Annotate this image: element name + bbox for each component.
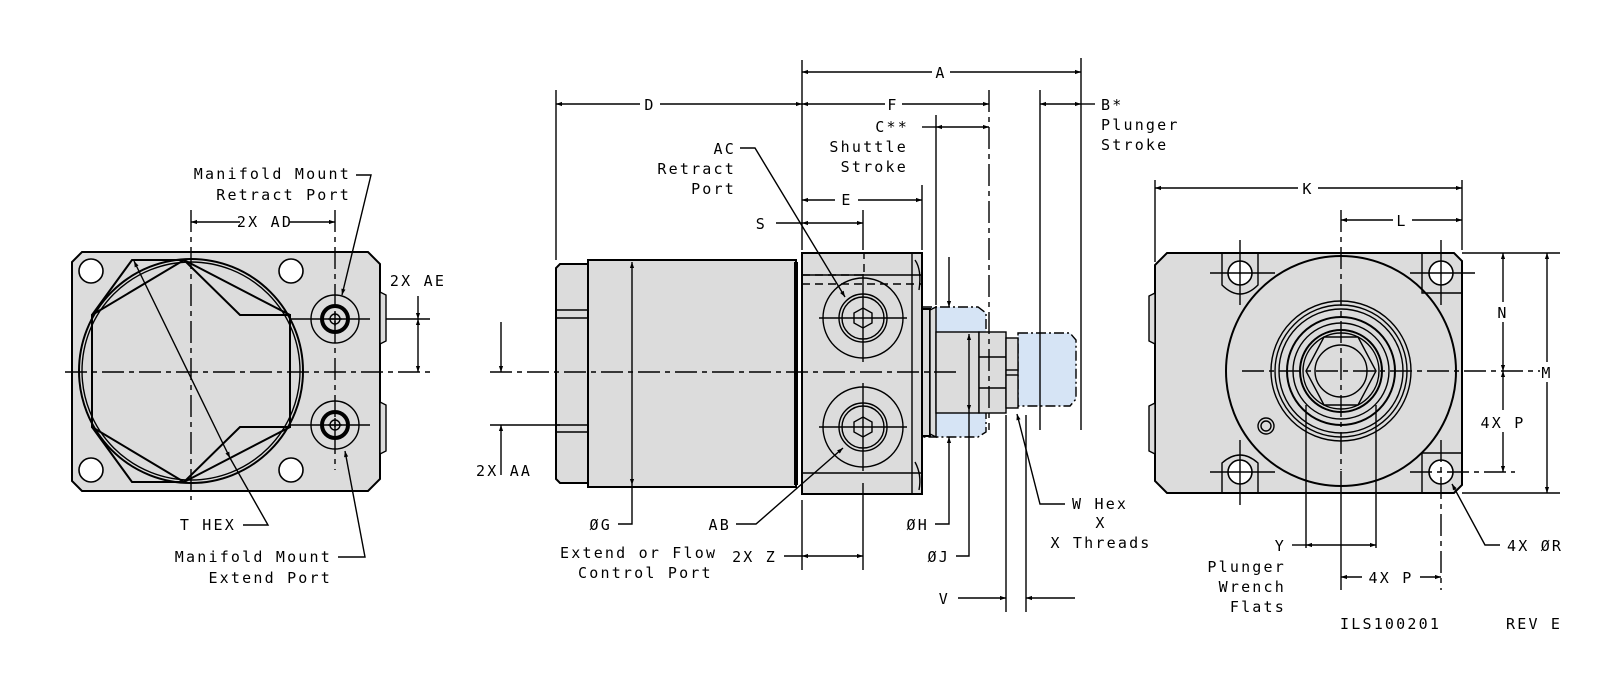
dim-g-label: ØG <box>590 516 612 534</box>
dim-m-label: M <box>1541 364 1552 382</box>
ac-sub-line2: Port <box>691 180 736 198</box>
left-mount-hole <box>78 258 104 284</box>
dim-n-label: N <box>1497 304 1508 322</box>
left-view: 2X AD 2X AE Manifold Mount Retract Port … <box>65 165 446 587</box>
g-sub-line2: Control Port <box>578 564 713 582</box>
extend-port-label-line1: Manifold Mount <box>175 548 332 566</box>
extend-port-side <box>819 383 907 471</box>
end-boss-upper <box>1148 291 1156 346</box>
side-view: A D F C** Shuttle Stroke B* Plunger Stro… <box>476 58 1180 612</box>
y-sub-line1: Plunger <box>1207 558 1286 576</box>
w-hex-label: W Hex <box>1072 495 1128 513</box>
revision-label: REV E <box>1506 615 1562 633</box>
dim-p-vertical-label: 4X P <box>1481 414 1526 432</box>
extend-port-label-line2: Extend Port <box>208 569 332 587</box>
plunger-hex <box>978 331 1007 414</box>
ac-label: AC <box>714 140 736 158</box>
dim-z-label: 2X Z <box>732 548 777 566</box>
left-mount-hole <box>278 457 304 483</box>
dim-c-label: C** <box>875 118 909 136</box>
dim-p-horizontal-label: 4X P <box>1369 569 1414 587</box>
dim-a-label: A <box>935 64 946 82</box>
dim-d-label: D <box>644 96 655 114</box>
dim-f-label: F <box>887 96 898 114</box>
dim-h-label: ØH <box>907 516 929 534</box>
end-cap-hex <box>555 263 589 484</box>
dim-j-label: ØJ <box>928 548 950 566</box>
dim-c-sub-line1: Shuttle <box>829 138 908 156</box>
g-sub-line1: Extend or Flow <box>560 544 717 562</box>
end-boss-lower <box>1148 401 1156 456</box>
dim-b-label: B* <box>1101 96 1123 114</box>
dim-l-label: L <box>1396 212 1407 230</box>
end-view: K L N 4X P M 4X ØR Y Plunger Wrench Flat… <box>1148 180 1563 616</box>
retract-port-label-line1: Manifold Mount <box>194 165 351 183</box>
dim-e-label: E <box>841 191 852 209</box>
head-block <box>801 252 923 495</box>
dim-ad-label: 2X AD <box>237 213 293 231</box>
retract-port-side <box>819 274 907 362</box>
dim-c-sub-line2: Stroke <box>841 158 908 176</box>
dim-k-label: K <box>1302 180 1313 198</box>
y-sub-line3: Flats <box>1230 598 1286 616</box>
dim-s-label: S <box>756 215 767 233</box>
left-boss-lower <box>379 400 387 456</box>
dim-r-label: 4X ØR <box>1507 537 1563 555</box>
left-boss-upper <box>379 290 387 346</box>
phantom-plunger-extended <box>1017 332 1077 407</box>
dim-aa-label: 2X AA <box>476 462 532 480</box>
t-hex-label: T HEX <box>180 516 236 534</box>
dim-ae-label: 2X AE <box>390 272 446 290</box>
retract-port-label-line2: Retract Port <box>216 186 351 204</box>
cylinder-barrel <box>587 259 797 488</box>
drawing-number: ILS100201 <box>1340 615 1441 633</box>
dim-b-sub-line2: Stroke <box>1101 136 1168 154</box>
y-sub-line2: Wrench <box>1219 578 1286 596</box>
w-sub-line1: X <box>1095 514 1106 532</box>
dim-b-sub-line1: Plunger <box>1101 116 1180 134</box>
dim-y-label: Y <box>1275 537 1286 555</box>
dim-v-label: V <box>939 590 950 608</box>
ac-sub-line1: Retract <box>657 160 736 178</box>
plunger-threads <box>1005 337 1019 409</box>
w-sub-line2: X Threads <box>1050 534 1151 552</box>
ab-label: AB <box>709 516 731 534</box>
shuttle-body <box>929 305 937 439</box>
left-mount-hole <box>78 457 104 483</box>
left-mount-hole <box>278 258 304 284</box>
